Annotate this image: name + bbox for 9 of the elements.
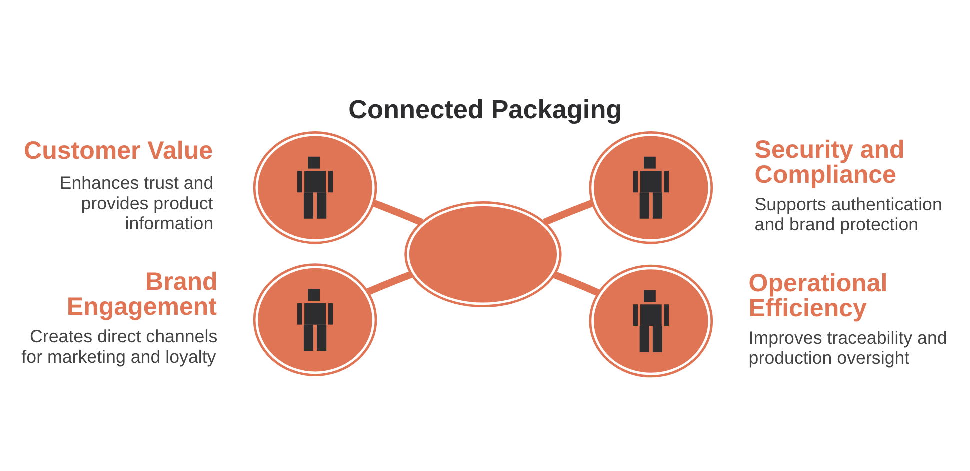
node-label: Customer Value bbox=[24, 137, 214, 166]
node-label: Improves traceability and production oversight bbox=[748, 328, 948, 368]
node-label: Enhances trust and provides product information bbox=[60, 173, 214, 234]
node-label: Security and Compliance bbox=[754, 136, 905, 189]
node-label: Operational Efficiency bbox=[748, 269, 888, 322]
node-label: Brand Engagement bbox=[66, 268, 218, 322]
node-label: Supports authentication and brand protection bbox=[754, 194, 942, 235]
diagram-title: Connected Packaging bbox=[348, 94, 622, 124]
node-label: Creates direct channels for marketing and loyalty bbox=[22, 326, 218, 367]
